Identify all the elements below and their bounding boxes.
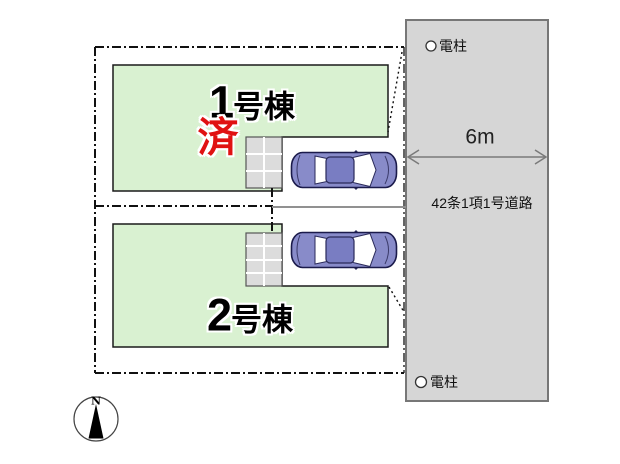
car-1-icon <box>290 149 398 191</box>
entrance-steps-1 <box>245 136 283 189</box>
building-2-number: 2 <box>206 289 232 341</box>
utility-pole-top-icon <box>425 40 437 52</box>
road-area <box>405 19 549 402</box>
lot-divider <box>95 188 406 233</box>
boundary-diagonals <box>387 51 405 313</box>
building-2-suffix: 号棟 <box>231 302 294 338</box>
compass-north-icon <box>73 396 119 442</box>
road-name-label: 42条1項1号道路 <box>431 195 533 211</box>
road-width-label: 6m <box>465 125 495 149</box>
property-boundary <box>94 46 405 374</box>
compass-north-label: N <box>90 394 102 408</box>
utility-pole-bottom-icon <box>414 375 428 389</box>
building-1-suffix: 号棟 <box>233 89 296 125</box>
utility-pole-top-label: 電柱 <box>439 38 467 54</box>
building-1-number: 1 <box>208 76 234 128</box>
entrance-steps-2 <box>245 232 283 287</box>
building-1-sold-badge: 済 <box>197 114 239 161</box>
road-width-arrow <box>406 149 548 165</box>
building-1-label: 1号棟 <box>209 80 295 125</box>
building-2-label: 2号棟 <box>207 293 293 338</box>
car-2-icon <box>290 229 398 271</box>
utility-pole-bottom-label: 電柱 <box>430 374 458 390</box>
